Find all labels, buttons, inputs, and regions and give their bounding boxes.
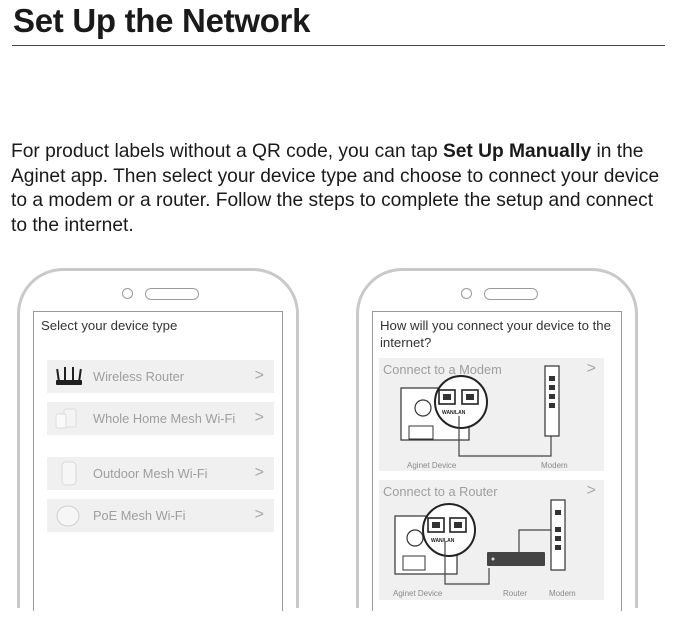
device-label: Wireless Router [93, 369, 185, 384]
chevron-right-icon: > [254, 367, 264, 384]
router-icon [56, 367, 82, 385]
intro-paragraph: For product labels without a QR code, yo… [11, 140, 661, 238]
outdoor-mesh-icon [61, 461, 77, 486]
device-option-whole-home-mesh[interactable]: Whole Home Mesh Wi-Fi > [47, 402, 274, 435]
wan-lan-port-label: WAN/LAN [442, 410, 466, 416]
phone-speaker [484, 288, 538, 300]
chevron-right-icon: > [586, 360, 596, 377]
connect-modem-card[interactable]: WAN/LAN Aginet Device Modem Connect to a… [379, 358, 604, 471]
modem-connection-illustration: WAN/LAN Aginet Device Modem [400, 365, 568, 470]
device-label: PoE Mesh Wi-Fi [93, 508, 186, 523]
device-label: Outdoor Mesh Wi-Fi [93, 466, 208, 481]
aginet-device-caption: Aginet Device [393, 589, 443, 598]
chevron-right-icon: > [254, 464, 264, 481]
screen-title: How will you connect your device to the … [380, 318, 611, 350]
wan-lan-port-label: WAN/LAN [431, 538, 455, 544]
router-caption: Router [503, 589, 527, 598]
page-title: Set Up the Network [13, 2, 311, 39]
chevron-right-icon: > [254, 506, 264, 523]
router-connection-illustration: WAN/LAN Aginet Device Router Modem [393, 499, 576, 598]
phone-connection-type: How will you connect your device to the … [356, 268, 638, 611]
phone-screen: How will you connect your device to the … [372, 311, 622, 611]
phone-screen: Select your device type Wireless Router … [33, 311, 283, 611]
modem-caption: Modem [541, 461, 568, 470]
device-option-poe-mesh[interactable]: PoE Mesh Wi-Fi > [47, 499, 274, 532]
connect-router-card[interactable]: WAN/LAN Aginet Device Router Modem Conne… [379, 480, 604, 600]
connect-router-label: Connect to a Router [383, 484, 498, 499]
chevron-right-icon: > [586, 482, 596, 499]
set-up-manually-text: Set Up Manually [442, 141, 592, 162]
phone-speaker [145, 288, 199, 300]
screen-title: Select your device type [41, 318, 178, 333]
connect-modem-label: Connect to a Modem [383, 362, 502, 377]
aginet-device-caption: Aginet Device [407, 461, 457, 470]
device-option-outdoor-mesh[interactable]: Outdoor Mesh Wi-Fi > [47, 457, 274, 490]
title-divider [12, 45, 665, 46]
modem-caption: Modem [549, 589, 576, 598]
device-label: Whole Home Mesh Wi-Fi [93, 411, 236, 426]
intro-text-start: For product labels without a QR code, yo… [11, 141, 443, 162]
device-option-wireless-router[interactable]: Wireless Router > [47, 360, 274, 393]
phone-camera [122, 288, 133, 299]
poe-mesh-icon [56, 505, 80, 527]
mesh-icon [55, 408, 77, 429]
phone-device-type: Select your device type Wireless Router … [17, 268, 299, 611]
phone-camera [461, 288, 472, 299]
chevron-right-icon: > [254, 409, 264, 426]
intro-text-end: in the Aginet app. Then select your devi… [11, 141, 660, 236]
